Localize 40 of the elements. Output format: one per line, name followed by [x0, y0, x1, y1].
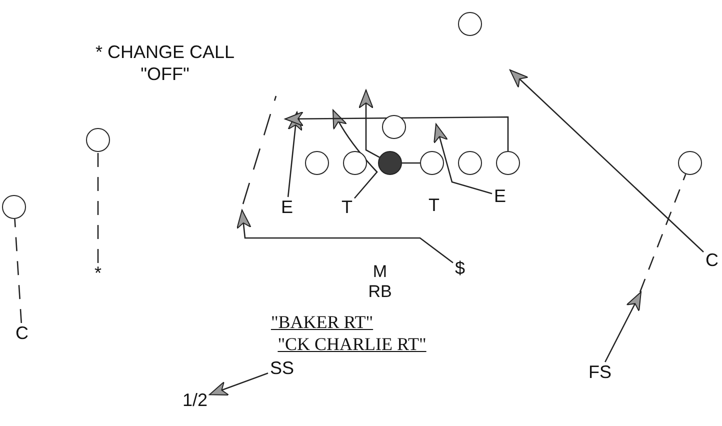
player-label: C — [14, 324, 30, 342]
route-arrow — [434, 124, 492, 194]
player-circle — [305, 151, 329, 175]
player-circle — [2, 195, 26, 219]
route-arrow — [604, 292, 642, 362]
player-label: 1/2 — [181, 391, 209, 409]
play-call-text: "BAKER RT" — [270, 312, 374, 332]
player-label: T — [340, 198, 354, 216]
route-arrow — [209, 372, 268, 396]
player-circle — [458, 12, 482, 36]
player-circle — [496, 151, 520, 175]
route-line — [14, 218, 22, 324]
player-circle — [343, 151, 367, 175]
route-line — [97, 152, 99, 263]
position-label: M — [372, 263, 388, 281]
player-circle — [678, 151, 702, 175]
player-label: FS — [588, 363, 612, 381]
player-label: $ — [454, 259, 466, 277]
player-label: T — [428, 196, 440, 214]
player-circle — [420, 151, 444, 175]
route-line — [639, 174, 686, 292]
player-circle — [378, 151, 402, 175]
player-circle — [382, 115, 406, 139]
route-arrow — [510, 70, 704, 252]
route-arrow — [287, 112, 303, 198]
note-text: * CHANGE CALL "OFF" — [94, 41, 236, 85]
player-label: * — [94, 264, 102, 282]
route-arrow — [284, 111, 509, 151]
route-arrow — [236, 210, 454, 264]
route-arrow — [332, 110, 378, 199]
play-call-text: "CK CHARLIE RT" — [278, 334, 426, 354]
route-arrow — [358, 90, 380, 158]
player-label: SS — [269, 359, 295, 377]
route-line — [402, 162, 420, 164]
player-label: E — [493, 187, 507, 205]
player-label: E — [280, 198, 294, 216]
player-circle — [86, 128, 110, 152]
position-label: RB — [367, 283, 393, 301]
player-circle — [458, 151, 482, 175]
player-label: C — [704, 251, 720, 269]
